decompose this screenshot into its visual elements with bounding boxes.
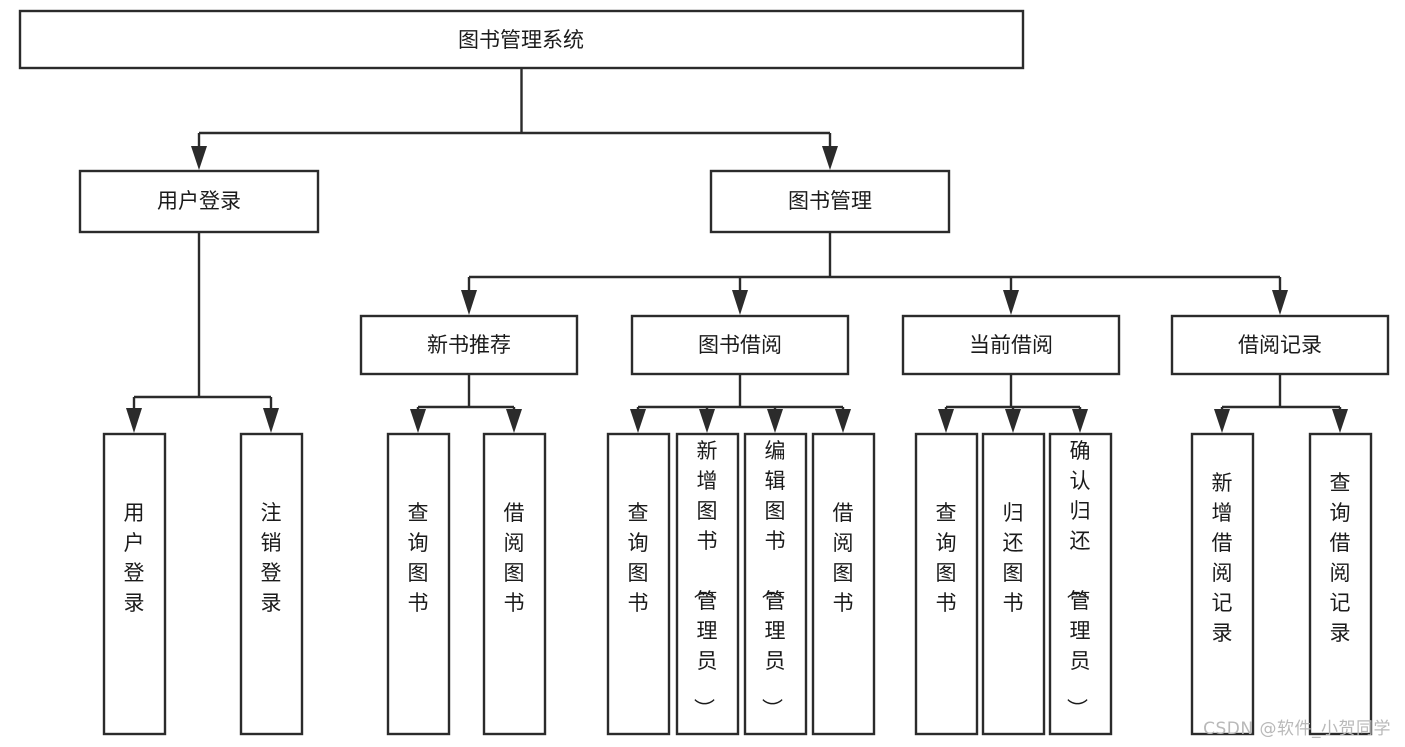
arrowhead-current: [1003, 290, 1019, 315]
node-borrow-record[interactable]: 借阅记录: [1170, 314, 1390, 376]
arrowhead-leaf-03: [410, 409, 426, 433]
node-leaf-edit-book-label: 编辑图书（管理员）: [760, 439, 786, 719]
arrowhead-leaf-09: [938, 409, 954, 433]
node-leaf-query-record-box[interactable]: [1308, 432, 1373, 736]
node-leaf-query-record-label: 查询借阅记录: [1330, 471, 1351, 645]
arrowhead-record: [1272, 290, 1288, 315]
arrowhead-user-login: [191, 146, 207, 170]
node-current-borrow-label: 当前借阅: [969, 333, 1053, 357]
arrowhead-leaf-10: [1005, 409, 1021, 433]
node-leaf-add-record-label: 新增借阅记录: [1212, 471, 1233, 645]
node-user-login-label: 用户登录: [157, 189, 241, 213]
arrowhead-leaf-11: [1072, 409, 1088, 433]
node-book-manage[interactable]: 图书管理: [709, 169, 951, 234]
node-book-manage-box[interactable]: [709, 169, 951, 234]
node-new-book-recommend[interactable]: 新书推荐: [359, 314, 579, 376]
node-root[interactable]: 图书管理系统: [18, 9, 1025, 70]
node-leaf-query-record[interactable]: 查询借阅记录: [1308, 432, 1373, 736]
arrowhead-leaf-06: [699, 409, 715, 433]
node-leaf-edit-book[interactable]: 编辑图书（管理员）: [743, 432, 808, 736]
arrowhead-borrow: [732, 290, 748, 315]
node-leaf-return-book-box[interactable]: [981, 432, 1046, 736]
arrowhead-leaf-04: [506, 409, 522, 433]
node-borrow-record-box[interactable]: [1170, 314, 1390, 376]
node-leaf-add-record-box[interactable]: [1190, 432, 1255, 736]
node-leaf-confirm-return-box[interactable]: [1048, 432, 1113, 736]
node-leaf-add-book-box[interactable]: [675, 432, 740, 736]
node-root-box[interactable]: [18, 9, 1025, 70]
arrowhead-leaf-08: [835, 409, 851, 433]
node-leaf-query-book-3-label: 查询图书: [936, 501, 957, 615]
node-current-borrow-box[interactable]: [901, 314, 1121, 376]
node-leaf-add-record[interactable]: 新增借阅记录: [1190, 432, 1255, 736]
node-leaf-return-book-label: 归还图书: [1003, 501, 1024, 615]
node-leaf-query-book-3-box[interactable]: [914, 432, 979, 736]
node-leaf-query-book-2-box[interactable]: [606, 432, 671, 736]
node-leaf-logout[interactable]: 注销登录: [239, 432, 304, 736]
node-leaf-user-login[interactable]: 用户登录: [102, 432, 167, 736]
node-leaf-query-book-1-label: 查询图书: [408, 501, 429, 615]
node-root-label: 图书管理系统: [458, 28, 584, 52]
node-book-borrow-box[interactable]: [630, 314, 850, 376]
node-borrow-record-label: 借阅记录: [1238, 333, 1322, 357]
node-leaf-borrow-book-1-label: 借阅图书: [504, 501, 525, 615]
node-book-borrow-label: 图书借阅: [698, 333, 782, 357]
node-leaf-user-login-box[interactable]: [102, 432, 167, 736]
arrowhead-leaf-12: [1214, 409, 1230, 433]
node-leaf-confirm-return[interactable]: 确认归还（管理员）: [1048, 432, 1113, 736]
node-leaf-query-book-2-label: 查询图书: [628, 501, 649, 615]
node-leaf-query-book-1-box[interactable]: [386, 432, 451, 736]
node-leaf-logout-box[interactable]: [239, 432, 304, 736]
node-leaf-confirm-return-label: 确认归还（管理员）: [1065, 439, 1091, 719]
node-leaf-borrow-book-2[interactable]: 借阅图书: [811, 432, 876, 736]
node-leaf-edit-book-box[interactable]: [743, 432, 808, 736]
node-leaf-add-book[interactable]: 新增图书（管理员）: [675, 432, 740, 736]
arrowhead-leaf-05: [630, 409, 646, 433]
node-user-login[interactable]: 用户登录: [78, 169, 320, 234]
node-leaf-return-book[interactable]: 归还图书: [981, 432, 1046, 736]
node-book-borrow[interactable]: 图书借阅: [630, 314, 850, 376]
arrowhead-new-book: [461, 290, 477, 315]
node-leaf-logout-label: 注销登录: [261, 501, 282, 615]
arrowhead-leaf-07: [767, 409, 783, 433]
arrowhead-leaf-01: [126, 408, 142, 433]
node-leaf-borrow-book-2-box[interactable]: [811, 432, 876, 736]
node-leaf-borrow-book-1-box[interactable]: [482, 432, 547, 736]
node-leaf-borrow-book-1[interactable]: 借阅图书: [482, 432, 547, 736]
node-new-book-recommend-label: 新书推荐: [427, 333, 511, 357]
node-book-manage-label: 图书管理: [788, 189, 872, 213]
node-leaf-user-login-label: 用户登录: [124, 501, 145, 615]
node-leaf-add-book-label: 新增图书（管理员）: [692, 439, 718, 719]
connector-layer: [126, 68, 1348, 433]
arrowhead-leaf-13: [1332, 409, 1348, 433]
node-user-login-box[interactable]: [78, 169, 320, 234]
node-leaf-query-book-1[interactable]: 查询图书: [386, 432, 451, 736]
node-leaf-borrow-book-2-label: 借阅图书: [833, 501, 854, 615]
arrowhead-leaf-02: [263, 408, 279, 433]
node-leaf-query-book-3[interactable]: 查询图书: [914, 432, 979, 736]
node-leaf-query-book-2[interactable]: 查询图书: [606, 432, 671, 736]
csdn-watermark: CSDN @软件_小贺同学: [1203, 719, 1391, 739]
node-new-book-recommend-box[interactable]: [359, 314, 579, 376]
node-current-borrow[interactable]: 当前借阅: [901, 314, 1121, 376]
arrowhead-book-manage: [822, 146, 838, 170]
